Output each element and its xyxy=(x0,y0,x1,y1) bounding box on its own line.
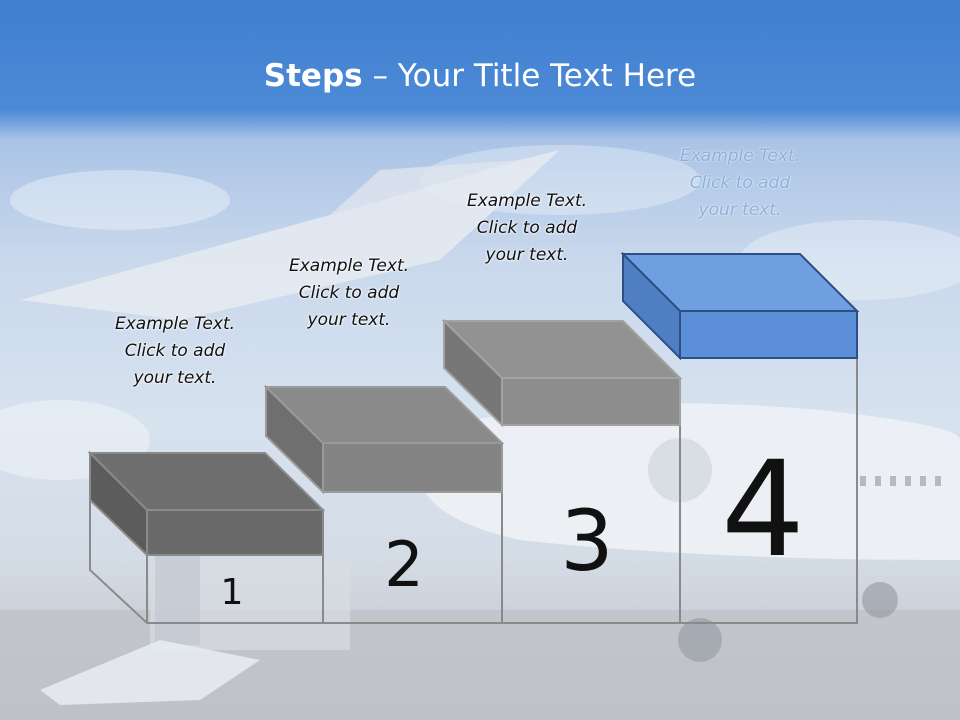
step-caption-3[interactable]: Example Text. Click to add your text. xyxy=(442,188,612,269)
step-caption-1-line-3: your text. xyxy=(133,368,217,388)
step-caption-3-line-3: your text. xyxy=(485,245,569,265)
step-caption-4-line-3: your text. xyxy=(698,200,782,220)
step-caption-1[interactable]: Example Text. Click to add your text. xyxy=(90,311,260,392)
step-number-1: 1 xyxy=(221,572,244,613)
step-caption-1-line-1: Example Text. xyxy=(114,314,236,334)
step-block-3[interactable] xyxy=(441,318,683,428)
step-caption-4-line-1: Example Text. xyxy=(679,146,801,166)
step-caption-4-line-2: Click to add xyxy=(689,173,791,193)
title-bold-text: Steps xyxy=(263,58,363,94)
step-caption-2-line-1: Example Text. xyxy=(288,256,410,276)
step-number-4: 4 xyxy=(721,433,805,587)
step-number-2: 2 xyxy=(384,528,423,601)
title-rest-text: – Your Title Text Here xyxy=(362,58,697,94)
step-caption-2[interactable]: Example Text. Click to add your text. xyxy=(264,253,434,334)
step-caption-3-line-1: Example Text. xyxy=(466,191,588,211)
step-caption-4[interactable]: Example Text. Click to add your text. xyxy=(655,143,825,224)
slide-title[interactable]: Steps – Your Title Text Here xyxy=(0,54,960,98)
step-number-3: 3 xyxy=(560,492,613,590)
step-block-2[interactable] xyxy=(263,384,505,495)
step-caption-2-line-3: your text. xyxy=(307,310,391,330)
step-caption-1-line-2: Click to add xyxy=(124,341,226,361)
step-columns-outline xyxy=(89,358,858,624)
step-block-4[interactable] xyxy=(620,251,860,361)
step-caption-3-line-2: Click to add xyxy=(476,218,578,238)
step-caption-2-line-2: Click to add xyxy=(298,283,400,303)
step-block-1[interactable] xyxy=(87,450,326,558)
